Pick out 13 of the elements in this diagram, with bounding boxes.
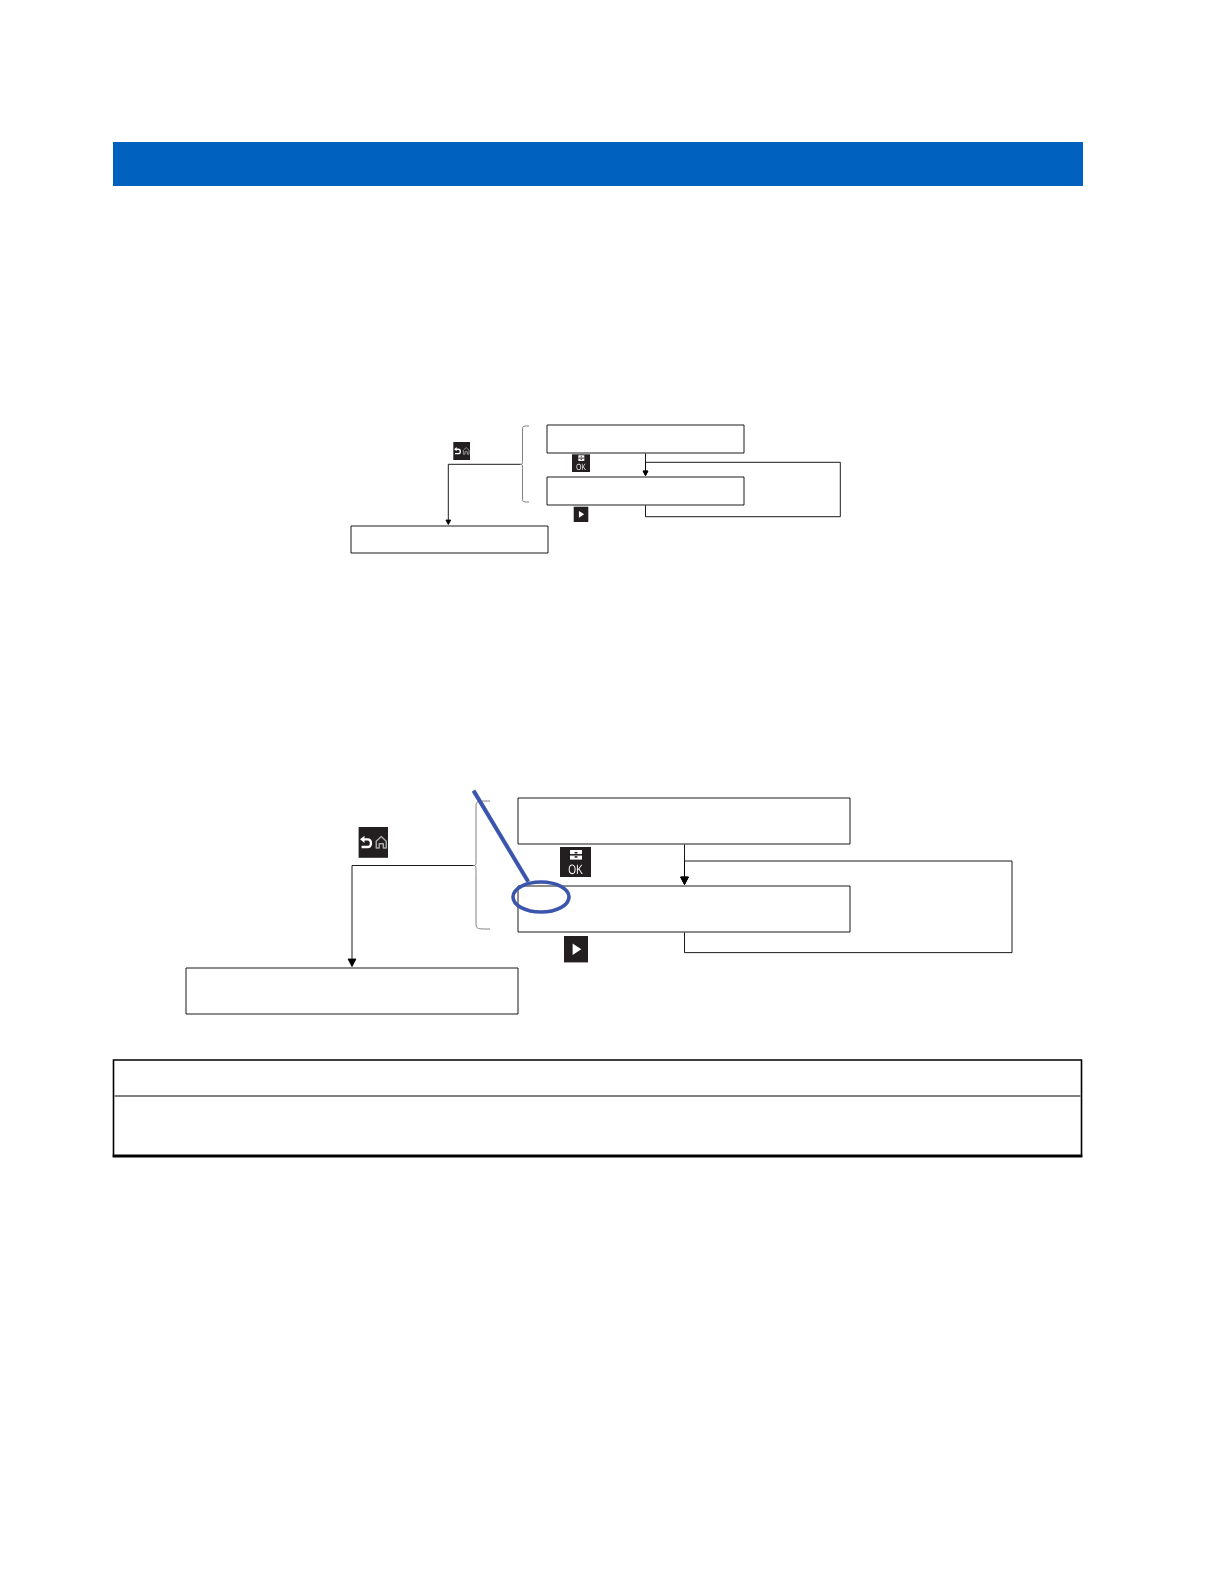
callout-ellipse bbox=[511, 880, 571, 914]
title-bar bbox=[113, 142, 1083, 186]
flow-box bbox=[546, 476, 745, 506]
leader-line bbox=[471, 789, 530, 883]
loop-arrow bbox=[642, 461, 841, 518]
elbow-arrow bbox=[347, 865, 474, 967]
flow-box bbox=[517, 885, 851, 933]
loop-arrow bbox=[680, 860, 1013, 954]
flow-box bbox=[517, 797, 851, 845]
elbow-arrow bbox=[445, 463, 521, 525]
flow-box bbox=[185, 967, 519, 1015]
flow-box bbox=[546, 424, 745, 454]
flow-box bbox=[350, 525, 549, 554]
